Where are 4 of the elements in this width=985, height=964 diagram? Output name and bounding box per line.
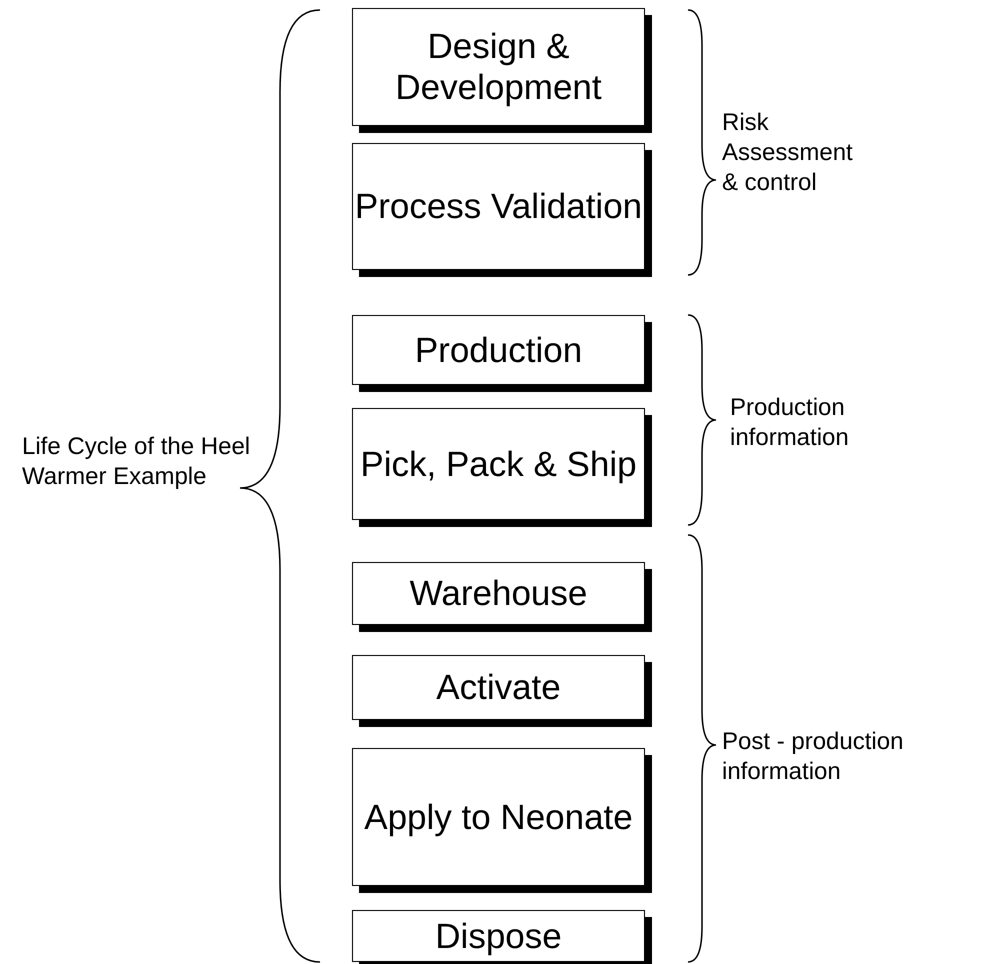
brace-label: Life Cycle of the Heel Warmer Example — [22, 432, 252, 492]
brace-label: Post - production information — [722, 727, 904, 787]
brace-label: Risk Assessment & control — [722, 108, 854, 198]
brace-label: Production information — [730, 393, 850, 453]
